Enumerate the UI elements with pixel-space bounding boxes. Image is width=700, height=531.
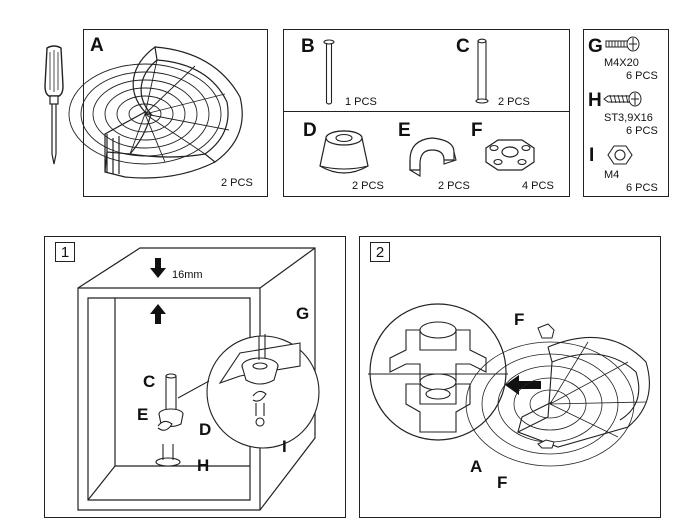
step1-callout-c: C bbox=[143, 372, 156, 391]
part-i-qty: 6 PCS bbox=[626, 182, 658, 194]
step2-callout-f-top: F bbox=[514, 310, 525, 329]
step1-callout-e: E bbox=[137, 405, 149, 424]
step-1-number: 1 bbox=[55, 242, 75, 262]
nut-icon bbox=[607, 145, 633, 165]
pole-c-icon bbox=[475, 38, 489, 104]
part-h-qty: 6 PCS bbox=[626, 125, 658, 137]
step1-callout-d: D bbox=[199, 420, 212, 439]
step1-callout-g: G bbox=[296, 304, 310, 323]
part-a-panel bbox=[83, 29, 268, 197]
part-i-letter: I bbox=[589, 145, 595, 166]
step2-callout-f-bottom: F bbox=[497, 473, 508, 492]
pole-b-icon bbox=[323, 39, 335, 105]
part-h-letter: H bbox=[588, 90, 602, 111]
clip-icon bbox=[485, 139, 535, 171]
part-g-spec: M4X20 bbox=[604, 57, 639, 69]
hardware-panel bbox=[583, 29, 669, 197]
step1-gap-label: 16mm bbox=[172, 269, 203, 281]
cabinet-illustration bbox=[77, 247, 320, 511]
screw-h-icon bbox=[603, 91, 642, 107]
step1-callout-h: H bbox=[197, 456, 210, 475]
screw-g-icon bbox=[605, 36, 640, 52]
step-2-number: 2 bbox=[370, 242, 390, 262]
part-c-qty: 2 PCS bbox=[498, 96, 530, 108]
screwdriver-icon bbox=[44, 45, 64, 165]
part-d-qty: 2 PCS bbox=[352, 180, 384, 192]
part-i-spec: M4 bbox=[604, 169, 620, 181]
parts-b-f-panel bbox=[283, 29, 570, 197]
arrow-icon bbox=[505, 375, 541, 395]
part-h-spec: ST3,9X16 bbox=[604, 112, 653, 124]
wire-basket-icon bbox=[68, 45, 243, 179]
step1-callout-i: I bbox=[282, 437, 287, 456]
part-f-letter: F bbox=[471, 120, 483, 141]
part-g-letter: G bbox=[588, 36, 603, 57]
part-b-letter: B bbox=[301, 36, 315, 57]
part-e-letter: E bbox=[398, 120, 411, 141]
basket-step2-icon bbox=[465, 323, 650, 467]
part-b-qty: 1 PCS bbox=[345, 96, 377, 108]
part-a-letter: A bbox=[90, 35, 104, 56]
part-d-letter: D bbox=[303, 120, 317, 141]
part-e-qty: 2 PCS bbox=[438, 180, 470, 192]
bearing-icon bbox=[319, 130, 369, 174]
part-a-qty: 2 PCS bbox=[221, 177, 253, 189]
step-1-panel bbox=[44, 236, 346, 518]
spacer-icon bbox=[409, 137, 457, 177]
part-c-letter: C bbox=[456, 36, 470, 57]
panel-divider bbox=[283, 111, 570, 112]
part-g-qty: 6 PCS bbox=[626, 70, 658, 82]
clip-detail-icon bbox=[368, 303, 508, 441]
step2-callout-a: A bbox=[470, 457, 483, 476]
part-f-qty: 4 PCS bbox=[522, 180, 554, 192]
step-2-panel bbox=[359, 236, 661, 518]
